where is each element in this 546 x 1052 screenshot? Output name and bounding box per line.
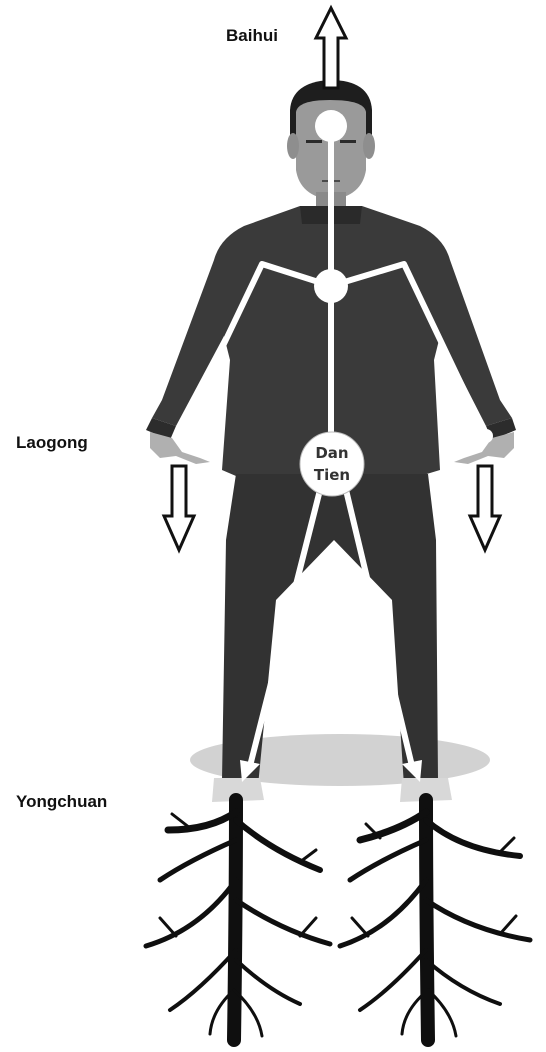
up-arrow-icon [316, 8, 346, 88]
roots-right [340, 800, 530, 1040]
figure-ear-left [287, 133, 299, 159]
figure-ear-right [363, 133, 375, 159]
baihui-point [315, 110, 347, 142]
yongchuan-label: Yongchuan [16, 792, 107, 812]
dantien-circle [300, 432, 364, 496]
roots-left [146, 800, 330, 1040]
figure-eyebrow-right [340, 140, 356, 143]
down-arrow-left-icon [164, 466, 194, 550]
laogong-point-right [479, 429, 493, 443]
chest-point [314, 269, 348, 303]
laogong-label: Laogong [16, 433, 88, 453]
down-arrow-right-icon [470, 466, 500, 550]
baihui-label: Baihui [226, 26, 278, 46]
figure-eyebrow-left [306, 140, 322, 143]
laogong-point-left [173, 429, 187, 443]
dantien-label-line1: Dan [315, 444, 348, 462]
dantien-label-line2: Tien [314, 466, 350, 484]
